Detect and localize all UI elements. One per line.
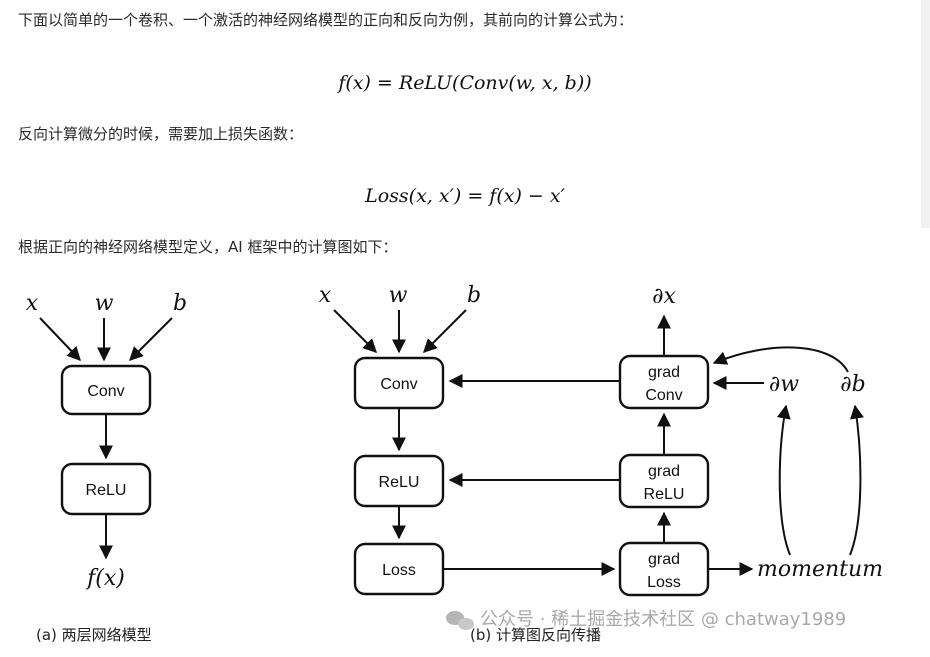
input-b-label: b <box>467 283 481 308</box>
conv-node: Conv <box>353 356 445 410</box>
relu-node-label: ReLU <box>86 482 127 499</box>
caption-a: (a) 两层网络模型 <box>36 626 152 644</box>
relu-node: ReLU <box>353 454 445 508</box>
wechat-icon <box>446 611 474 630</box>
loss-node: Loss <box>353 542 445 596</box>
grad-loss-line1: grad <box>648 551 680 568</box>
dx-label: ∂x <box>652 284 676 309</box>
loss-paragraph: 反向计算微分的时候，需要加上损失函数： <box>18 125 304 143</box>
arrow-db-to-gradconv <box>712 346 849 373</box>
output-fx-label: f(x) <box>85 566 125 591</box>
forward-formula: f(x) = ReLU(Conv(w, x, b)) <box>338 72 592 94</box>
grad-relu-node: grad ReLU <box>618 453 710 509</box>
loss-formula: Loss(x, x′) = f(x) − x′ <box>365 185 565 207</box>
arrow-b-to-conv <box>129 317 173 361</box>
diagram-a: x w b Conv ReLU f(x) (a) 两层网络模型 <box>26 291 187 644</box>
intro-paragraph: 下面以简单的一个卷积、一个激活的神经网络模型的正向和反向为例，其前向的计算公式为… <box>18 11 634 29</box>
arrow-x-to-conv <box>333 309 377 353</box>
arrow-x-to-conv <box>39 317 81 362</box>
grad-conv-line2: Conv <box>645 387 682 404</box>
db-label: ∂b <box>840 372 865 397</box>
dw-label: ∂w <box>769 372 799 397</box>
relu-node-label: ReLU <box>379 474 420 491</box>
grad-relu-line2: ReLU <box>644 486 685 503</box>
conv-node-label: Conv <box>87 383 124 400</box>
input-b-label: b <box>173 291 187 316</box>
scrollbar-track[interactable] <box>921 0 930 228</box>
input-w-label: w <box>95 291 114 316</box>
momentum-label: momentum <box>757 557 883 582</box>
grad-relu-line1: grad <box>648 463 680 480</box>
diagram-b: x w b Conv ReLU Loss grad Conv grad <box>319 283 883 644</box>
loss-node-label: Loss <box>382 562 416 579</box>
arrow-momentum-to-dw <box>776 404 791 556</box>
graph-paragraph: 根据正向的神经网络模型定义，AI 框架中的计算图如下： <box>18 238 398 256</box>
input-x-label: x <box>319 283 332 308</box>
conv-node: Conv <box>60 364 152 416</box>
watermark: 公众号 · 稀土掘金技术社区 @ chatway1989 <box>446 609 846 630</box>
grad-loss-line2: Loss <box>647 574 681 591</box>
arrow-b-to-conv <box>423 309 467 353</box>
caption-b: (b) 计算图反向传播 <box>470 626 601 644</box>
grad-loss-node: grad Loss <box>618 541 710 597</box>
relu-node: ReLU <box>60 462 152 516</box>
input-w-label: w <box>389 283 408 308</box>
watermark-text: 公众号 · 稀土掘金技术社区 @ chatway1989 <box>480 609 846 630</box>
grad-conv-node: grad Conv <box>618 354 710 410</box>
input-x-label: x <box>26 291 39 316</box>
conv-node-label: Conv <box>380 376 417 393</box>
arrow-momentum-to-db <box>849 404 864 556</box>
grad-conv-line1: grad <box>648 364 680 381</box>
